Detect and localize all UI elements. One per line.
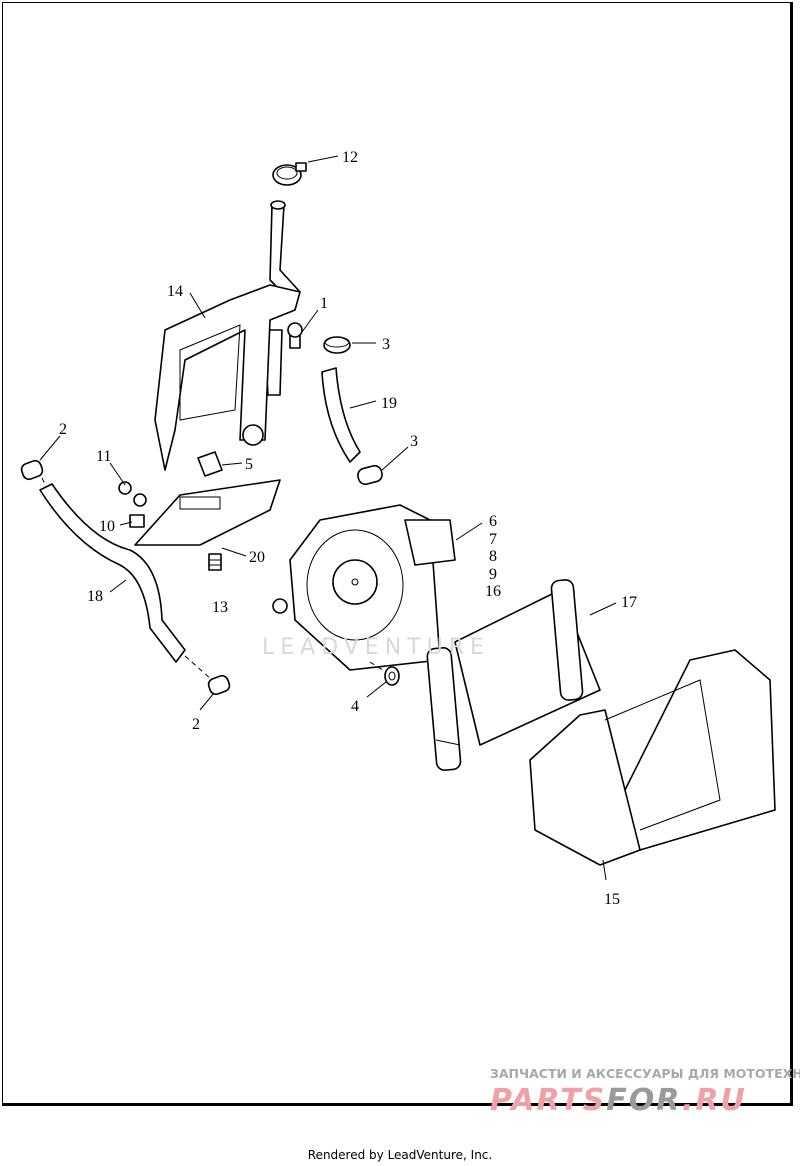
part-cover[interactable] [134, 479, 281, 546]
callout-15: 15 [604, 891, 620, 908]
part-washer[interactable] [369, 661, 400, 686]
leadventure-watermark: LEADVENTURE [262, 635, 490, 660]
part-hose-18[interactable] [39, 477, 213, 681]
part-grommet-lower[interactable] [207, 674, 231, 696]
callout-7: 7 [489, 531, 497, 548]
part-bolt-1[interactable] [287, 322, 303, 349]
part-screw-13[interactable] [208, 553, 222, 571]
callout-14: 14 [167, 283, 183, 300]
logo-part1: PARTS [490, 1083, 607, 1118]
callout-13: 13 [212, 599, 228, 616]
callout-2-lower: 2 [192, 716, 200, 733]
part-grommet-upper[interactable] [20, 459, 44, 481]
logo-part3: .RU [681, 1083, 747, 1118]
callout-18: 18 [87, 588, 103, 605]
part-fan-assembly[interactable] [272, 504, 456, 671]
callout-16: 16 [485, 583, 501, 600]
callout-3: 3 [382, 336, 390, 353]
part-cap-upper[interactable] [323, 336, 351, 354]
part-hose-clamp[interactable] [272, 162, 307, 186]
callout-11: 11 [96, 448, 111, 465]
part-clip[interactable] [197, 451, 223, 477]
callout-4: 4 [351, 698, 359, 715]
part-hose-19[interactable] [321, 367, 361, 463]
part-radiator[interactable] [426, 579, 601, 771]
diagram-frame [2, 2, 793, 1106]
callout-10: 10 [99, 518, 115, 535]
callout-2: 2 [59, 421, 67, 438]
callout-20: 20 [249, 549, 265, 566]
callout-12: 12 [342, 149, 358, 166]
callout-1: 1 [320, 295, 328, 312]
callout-8: 8 [489, 548, 497, 565]
callout-9: 9 [489, 566, 497, 583]
part-bolt-11[interactable] [118, 481, 147, 507]
callout-labels: 12 14 1 3 19 2 3 11 5 10 6 7 8 9 16 20 1… [59, 149, 637, 908]
callout-17: 17 [621, 594, 637, 611]
partsfor-logo: PARTSFOR.RU [490, 1086, 747, 1116]
part-bolt-10[interactable] [129, 514, 145, 528]
leader-lines [39, 155, 617, 881]
logo-part2: FOR [606, 1083, 682, 1118]
partsfor-tagline: ЗАПЧАСТИ И АКСЕССУАРЫ ДЛЯ МОТОТЕХНИКИ [490, 1066, 800, 1081]
callout-19: 19 [381, 395, 397, 412]
callout-3-lower: 3 [410, 433, 418, 450]
part-bracket[interactable] [154, 284, 301, 471]
callout-6: 6 [489, 513, 497, 530]
part-shroud[interactable] [529, 649, 776, 866]
render-credit: Rendered by LeadVenture, Inc. [307, 1148, 493, 1162]
part-cap-lower[interactable] [356, 464, 383, 486]
callout-5: 5 [245, 456, 253, 473]
